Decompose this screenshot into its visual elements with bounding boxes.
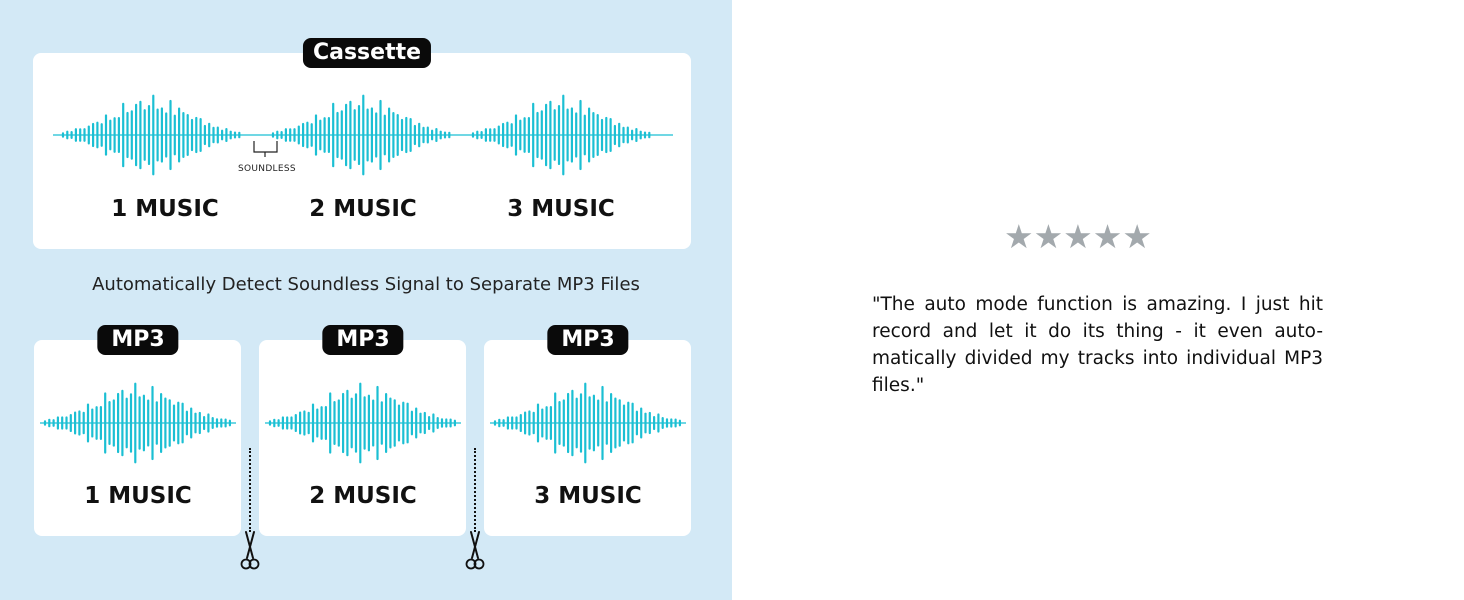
scissors-icon xyxy=(465,531,485,570)
cassette-waveform xyxy=(53,94,673,176)
review-text: "The auto mode function is amazing. I ju… xyxy=(872,294,1323,396)
caption: Automatically Detect Soundless Signal to… xyxy=(92,274,640,295)
mp3-badge: MP3 xyxy=(322,325,404,355)
soundless-label: SOUNDLESS xyxy=(238,164,296,174)
mp3-card xyxy=(484,340,691,536)
cassette-badge: Cassette xyxy=(302,38,432,68)
mp3-badge: MP3 xyxy=(547,325,629,355)
mp3-badge: MP3 xyxy=(97,325,179,355)
cassette-track-label: 1 MUSIC xyxy=(111,196,219,222)
mp3-waveform xyxy=(40,382,236,464)
infographic-panel: Cassette SOUNDLESS 1 MUSIC 2 MUSIC 3 MUS… xyxy=(0,0,732,600)
cassette-track-label: 3 MUSIC xyxy=(507,196,615,222)
mp3-track-label: 3 MUSIC xyxy=(534,483,642,509)
mp3-waveform xyxy=(490,382,686,464)
cut-line xyxy=(249,448,251,532)
mp3-track-label: 2 MUSIC xyxy=(309,483,417,509)
star-rating: ★★★★★ xyxy=(1004,217,1152,256)
mp3-card xyxy=(259,340,466,536)
mp3-track-label: 1 MUSIC xyxy=(84,483,192,509)
scissors-icon xyxy=(240,531,260,570)
soundless-bracket xyxy=(253,141,278,157)
cut-line xyxy=(474,448,476,532)
mp3-waveform xyxy=(265,382,461,464)
mp3-card xyxy=(34,340,241,536)
cassette-track-label: 2 MUSIC xyxy=(309,196,417,222)
